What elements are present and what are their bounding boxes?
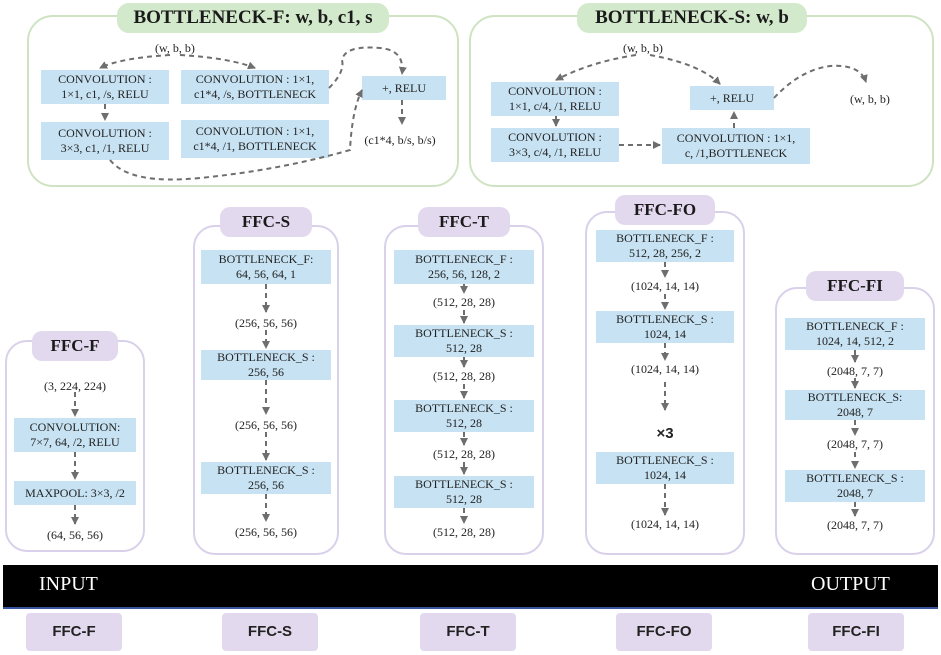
bottleneck-s-conv2: CONVOLUTION : 3×3, c/4, /1, RELU [491,128,619,162]
ffc-fo-title: FFC-FO [615,195,715,225]
ffc-fo-shape-2: (1024, 14, 14) [631,362,699,376]
ffc-f-output-shape: (64, 56, 56) [47,528,103,542]
ffc-s-bottleneck-s-2: BOTTLENECK_S : 256, 56 [201,462,331,494]
bottleneck-f-output-shape: (c1*4, b/s, b/s) [364,133,436,147]
bottleneck-f-conv1: CONVOLUTION : 1×1, c1, /s, RELU [41,70,169,104]
ffc-fo-repeat-count: ×3 [656,425,674,442]
ffc-fi-bottleneck-s-1: BOTTLENECK_S: 2048, 7 [785,390,925,420]
ffc-t-shape-1: (512, 28, 28) [433,295,495,309]
ffc-s-shape-3: (256, 56, 56) [235,525,297,539]
ffc-fo-bottleneck-f: BOTTLENECK_F : 512, 28, 256, 2 [596,230,734,262]
ffc-s-title: FFC-S [220,207,312,237]
ffc-s-shape-1: (256, 56, 56) [235,316,297,330]
ffc-fo-stage [585,211,745,555]
stage-tab-ffc-s: FFC-S [222,613,318,651]
ffc-t-bottleneck-s-2: BOTTLENECK_S : 512, 28 [394,400,534,432]
bottleneck-f-input-shape: (w, b, b) [155,41,195,55]
ffc-s-shape-2: (256, 56, 56) [235,418,297,432]
input-label: INPUT [39,573,98,595]
stage-tab-ffc-fi: FFC-FI [808,613,904,651]
ffc-f-convolution: CONVOLUTION: 7×7, 64, /2, RELU [14,418,136,452]
ffc-t-shape-4: (512, 28, 28) [433,525,495,539]
bottleneck-s-title: BOTTLENECK-S: w, b [577,3,807,33]
ffc-t-bottleneck-s-1: BOTTLENECK_S : 512, 28 [394,325,534,357]
bottleneck-s-input-shape: (w, b, b) [623,41,663,55]
ffc-t-bottleneck-s-3: BOTTLENECK_S : 512, 28 [394,476,534,508]
bottleneck-s-add-relu: +, RELU [690,86,774,110]
stage-tab-ffc-fo: FFC-FO [616,613,712,651]
stage-tab-ffc-t: FFC-T [420,613,516,651]
bottleneck-f-add-relu: +, RELU [362,76,446,100]
ffc-fo-bottleneck-s-2: BOTTLENECK_S : 1024, 14 [596,452,734,484]
ffc-fo-shape-1: (1024, 14, 14) [631,279,699,293]
ffc-fi-bottleneck-s-2: BOTTLENECK_S : 2048, 7 [785,470,925,502]
ffc-f-title: FFC-F [32,331,118,361]
ffc-t-shape-2: (512, 28, 28) [433,369,495,383]
ffc-fo-bottleneck-s-1: BOTTLENECK_S : 1024, 14 [596,311,734,343]
ffc-s-bottleneck-f: BOTTLENECK_F: 64, 56, 64, 1 [201,250,331,284]
bottleneck-s-conv1: CONVOLUTION : 1×1, c/4, /1, RELU [491,82,619,116]
ffc-s-bottleneck-s-1: BOTTLENECK_S : 256, 56 [201,350,331,380]
ffc-fi-shape-2: (2048, 7, 7) [827,437,883,451]
bottleneck-f-title: BOTTLENECK-F: w, b, c1, s [117,3,389,33]
ffc-fi-title: FFC-FI [806,271,904,301]
ffc-fi-shape-1: (2048, 7, 7) [827,364,883,378]
stage-tab-ffc-f: FFC-F [26,613,122,651]
ffc-f-maxpool: MAXPOOL: 3×3, /2 [14,481,136,505]
ffc-fi-bottleneck-f: BOTTLENECK_F : 1024, 14, 512, 2 [785,318,925,350]
bottleneck-f-conv4: CONVOLUTION : 1×1, c1*4, /1, BOTTLENECK [181,120,329,158]
input-output-bar: INPUT OUTPUT [3,565,938,609]
output-label: OUTPUT [811,573,890,595]
bottleneck-s-conv3: CONVOLUTION : 1×1, c, /1,BOTTLENECK [662,128,810,164]
ffc-t-shape-3: (512, 28, 28) [433,447,495,461]
ffc-t-bottleneck-f: BOTTLENECK_F : 256, 56, 128, 2 [394,250,534,284]
ffc-f-input-shape: (3, 224, 224) [44,379,106,393]
bottleneck-f-conv3: CONVOLUTION : 1×1, c1*4, /s, BOTTLENECK [181,70,329,104]
bottleneck-f-conv2: CONVOLUTION : 3×3, c1, /1, RELU [41,122,169,160]
ffc-t-title: FFC-T [418,207,510,237]
bottleneck-s-output-shape: (w, b, b) [850,92,890,106]
ffc-fo-shape-3: (1024, 14, 14) [631,517,699,531]
ffc-fi-shape-3: (2048, 7, 7) [827,518,883,532]
